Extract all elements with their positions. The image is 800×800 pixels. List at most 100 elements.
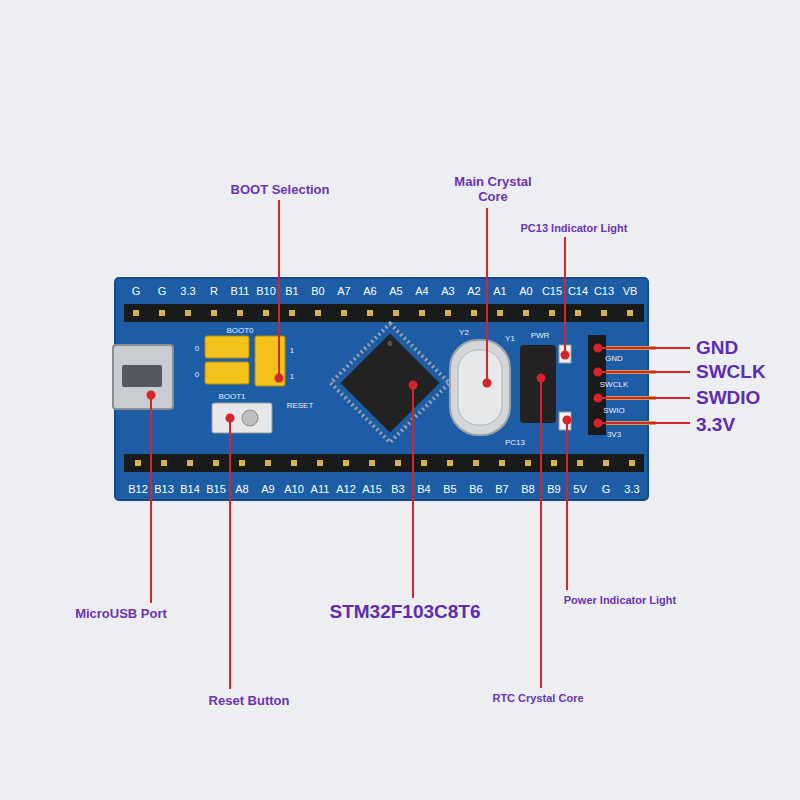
pin-label: A8 xyxy=(235,483,248,495)
silkscreen-label: 1 xyxy=(290,346,294,355)
silkscreen-label: RESET xyxy=(287,401,314,410)
header-pin xyxy=(551,460,557,466)
header-pin xyxy=(239,460,245,466)
pin-label: 3.3 xyxy=(180,285,195,297)
pin-label: B11 xyxy=(231,285,250,297)
jumper xyxy=(205,362,249,384)
callout-label: GND xyxy=(696,337,738,359)
header-pin xyxy=(367,310,373,316)
header-pin xyxy=(421,460,427,466)
callout-label: Main Crystal Core xyxy=(447,174,539,204)
silkscreen-label: 1 xyxy=(290,372,294,381)
silkscreen-label: BOOT1 xyxy=(218,392,245,401)
main-crystal-top xyxy=(458,350,502,425)
pin-label: A6 xyxy=(363,285,376,297)
pin-label: A2 xyxy=(467,285,480,297)
header-pin xyxy=(133,310,139,316)
leader-dots xyxy=(147,344,603,428)
silkscreen-label: 0 xyxy=(195,344,199,353)
header-pin xyxy=(395,460,401,466)
pin-label: A0 xyxy=(519,285,532,297)
header-pin xyxy=(317,460,323,466)
pin-label: 3.3 xyxy=(624,483,639,495)
header-pin xyxy=(369,460,375,466)
pin-label: B12 xyxy=(128,483,148,495)
header-pin xyxy=(445,310,451,316)
pin-label: C13 xyxy=(594,285,614,297)
pin-label: A9 xyxy=(261,483,274,495)
header-pin xyxy=(237,310,243,316)
pin-label: B5 xyxy=(443,483,456,495)
usb-connector xyxy=(113,345,173,409)
main-crystal xyxy=(450,340,510,435)
header-pin xyxy=(601,310,607,316)
silkscreen-label: SWCLK xyxy=(600,380,628,389)
leader-lines xyxy=(151,200,690,689)
header-pin xyxy=(447,460,453,466)
callout-label: 3.3V xyxy=(696,414,735,436)
mcu-chip xyxy=(331,324,450,443)
header-pin xyxy=(523,310,529,316)
pin-label: B15 xyxy=(206,483,226,495)
callout-label: RTC Crystal Core xyxy=(492,692,583,704)
pin-label: G xyxy=(158,285,167,297)
header-pin xyxy=(603,460,609,466)
pin-label: B6 xyxy=(469,483,482,495)
callout-label: STM32F103C8T6 xyxy=(329,601,480,623)
jumper xyxy=(205,336,249,358)
silkscreen-label: PC13 xyxy=(505,438,525,447)
header-pin xyxy=(575,310,581,316)
silkscreen-label: 3V3 xyxy=(607,430,621,439)
header-pin xyxy=(627,310,633,316)
pin-label: G xyxy=(602,483,611,495)
pin-label: G xyxy=(132,285,141,297)
pin-label: A15 xyxy=(362,483,382,495)
pin-label: B4 xyxy=(417,483,430,495)
callout-label: SWCLK xyxy=(696,361,766,383)
pin-label: 5V xyxy=(573,483,586,495)
header-pin xyxy=(341,310,347,316)
pin-label: B7 xyxy=(495,483,508,495)
silkscreen-label: PWR xyxy=(531,331,550,340)
callout-label: SWDIO xyxy=(696,387,760,409)
pin-label: A4 xyxy=(415,285,428,297)
jumper-header xyxy=(255,336,285,386)
pin-label: A12 xyxy=(336,483,356,495)
header-pin xyxy=(315,310,321,316)
pin-label: B0 xyxy=(311,285,324,297)
header-pin xyxy=(499,460,505,466)
silkscreen-label: Y2 xyxy=(459,328,469,337)
header-pin xyxy=(393,310,399,316)
pin-label: A5 xyxy=(389,285,402,297)
header-pin xyxy=(497,310,503,316)
callout-label: Reset Button xyxy=(209,693,290,708)
callout-label: Power Indicator Light xyxy=(564,594,676,606)
pcb-board xyxy=(115,278,648,500)
header-pin xyxy=(213,460,219,466)
header-pin xyxy=(419,310,425,316)
pin-label: B1 xyxy=(285,285,298,297)
callout-label: MicroUSB Port xyxy=(75,606,167,621)
callout-label: PC13 Indicator Light xyxy=(521,222,628,234)
silkscreen-label: GND xyxy=(605,354,623,363)
header-pin xyxy=(161,460,167,466)
pin-label: A1 xyxy=(493,285,506,297)
header-pin xyxy=(263,310,269,316)
silkscreen-label: BOOT0 xyxy=(226,326,253,335)
header-pin xyxy=(289,310,295,316)
pin-label: VB xyxy=(623,285,638,297)
header-pin xyxy=(265,460,271,466)
pin-label: B10 xyxy=(256,285,276,297)
pin-label: C14 xyxy=(568,285,588,297)
led xyxy=(559,412,571,430)
header-pin xyxy=(159,310,165,316)
header-pin xyxy=(187,460,193,466)
reset-cap xyxy=(242,410,258,426)
callout-label: BOOT Selection xyxy=(231,182,330,197)
pin-label: R xyxy=(210,285,218,297)
pin-label: B3 xyxy=(391,483,404,495)
header-pins xyxy=(133,310,635,466)
pin-label: C15 xyxy=(542,285,562,297)
pin-label: B13 xyxy=(154,483,174,495)
